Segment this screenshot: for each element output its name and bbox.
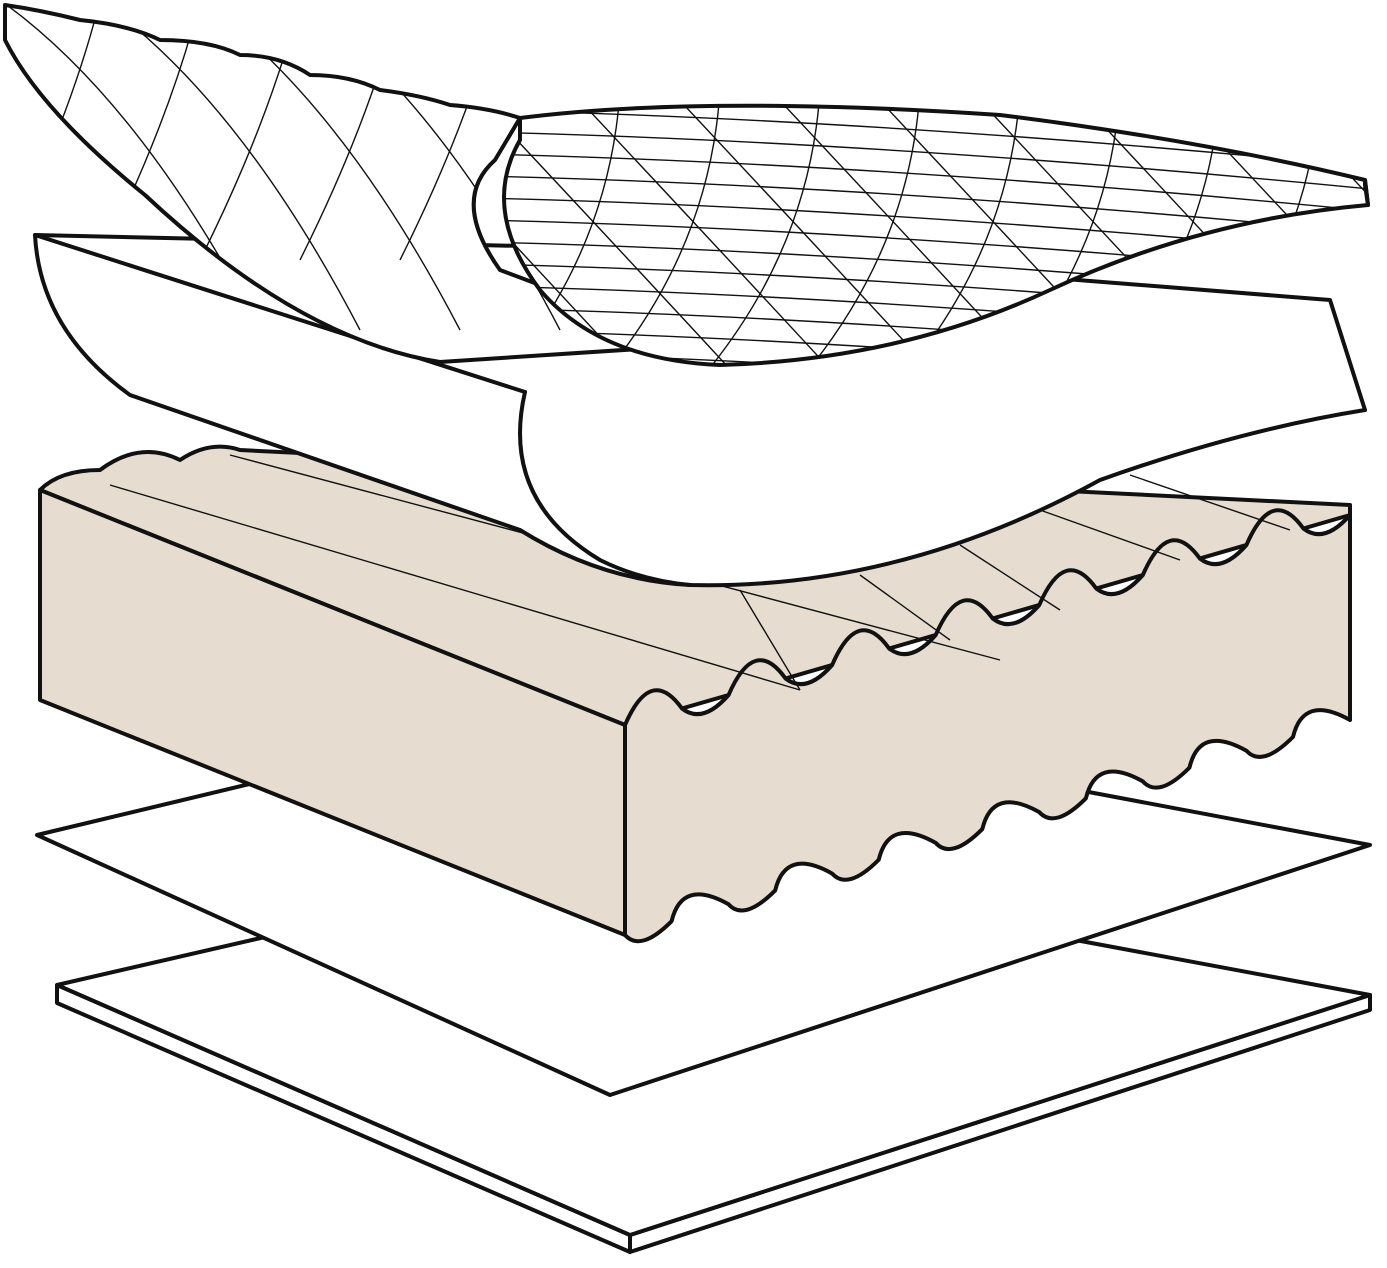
quilt-stitch-line: [504, 153, 1368, 215]
quilt-stitch-line: [699, 105, 821, 365]
quilt-stitch-line: [504, 131, 1368, 193]
foam-groove-line: [859, 574, 951, 641]
foam-groove-line: [959, 544, 1061, 611]
quilted-top-layer: [3, 3, 1370, 367]
foam-groove-line: [739, 589, 801, 691]
foam-groove-line: [109, 484, 801, 691]
quilt-stitch-line: [504, 109, 1368, 171]
foam-groove-line: [1129, 474, 1291, 531]
quilt-stitch-line: [569, 105, 841, 365]
foam-groove-line: [1039, 509, 1181, 561]
quilt-stitch-line: [599, 105, 721, 365]
quilt-stitch-line: [799, 105, 921, 365]
